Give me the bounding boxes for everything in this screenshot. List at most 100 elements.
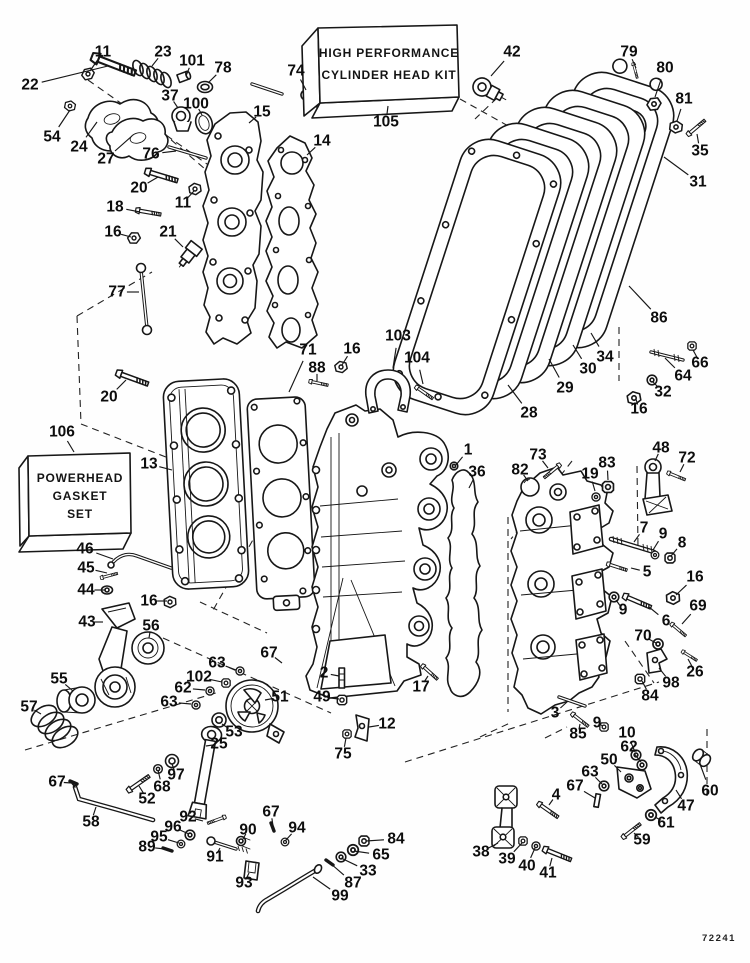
leader-line-2 <box>330 673 340 677</box>
rocker-plate-27 <box>105 117 169 161</box>
leader-line-70 <box>648 638 657 644</box>
washer-62b <box>636 759 648 771</box>
leader-line-10 <box>630 741 636 753</box>
callout-84: 84 <box>641 688 659 705</box>
leader-line-41 <box>549 857 553 867</box>
callout-77: 77 <box>108 284 125 301</box>
callout-88: 88 <box>308 360 326 377</box>
callout-74: 74 <box>287 63 305 80</box>
leader-line-53 <box>221 723 229 729</box>
callout-82: 82 <box>511 462 528 479</box>
leader-line-75 <box>343 737 347 747</box>
callout-46: 46 <box>76 541 94 558</box>
leader-line-45 <box>95 569 108 574</box>
callout-23: 23 <box>154 44 172 61</box>
callout-62: 62 <box>620 739 637 756</box>
callout-28: 28 <box>520 405 538 422</box>
callout-49: 49 <box>313 689 331 706</box>
callout-73: 73 <box>529 447 547 464</box>
cylinder-head-13 <box>162 378 250 590</box>
leader-line-18 <box>126 208 141 213</box>
callout-41: 41 <box>539 865 557 882</box>
callout-45: 45 <box>77 560 95 577</box>
leader-line-69 <box>681 613 692 625</box>
callout-53: 53 <box>225 724 243 741</box>
spring-57 <box>30 704 79 749</box>
callout-27: 27 <box>97 151 114 168</box>
stack-hardware <box>472 61 708 406</box>
leader-line-59 <box>633 832 639 838</box>
leader-line-17 <box>423 675 429 683</box>
callout-16: 16 <box>686 569 704 586</box>
link-25 <box>187 725 223 820</box>
clamp-16a <box>126 231 142 245</box>
leader-line-105 <box>386 105 389 115</box>
leader-line-92 <box>194 818 204 822</box>
callout-2: 2 <box>320 665 329 682</box>
callout-9: 9 <box>593 715 602 732</box>
callout-12: 12 <box>378 716 395 733</box>
callout-31: 31 <box>689 174 707 191</box>
callout-106: 106 <box>49 424 75 441</box>
crankcase-half <box>305 360 459 699</box>
roller-55 <box>56 686 96 714</box>
drawing-number: 72241 <box>702 933 736 944</box>
callout-67: 67 <box>48 774 65 791</box>
callout-44: 44 <box>77 582 95 599</box>
leader-line-49 <box>329 697 340 700</box>
leader-line-103 <box>392 347 397 369</box>
leader-line-15 <box>248 116 257 124</box>
leader-line-102 <box>209 678 223 683</box>
leader-line-55 <box>64 683 74 692</box>
leader-line-101 <box>185 67 190 77</box>
leader-line-16 <box>120 233 132 238</box>
rocker-hole-2 <box>129 132 147 144</box>
ring-1 <box>449 461 459 471</box>
leader-line-16 <box>635 398 639 405</box>
bushing-60 <box>691 748 712 768</box>
leader-line-12 <box>368 724 379 728</box>
leader-line-56 <box>148 631 151 639</box>
callout-51: 51 <box>271 689 289 706</box>
leader-line-72 <box>679 464 685 473</box>
callout-81: 81 <box>675 91 693 108</box>
callout-64: 64 <box>674 368 692 385</box>
leader-line-50 <box>613 764 622 773</box>
leader-line-31 <box>663 156 689 176</box>
nut-83 <box>601 480 615 494</box>
callout-8: 8 <box>678 535 687 552</box>
callout-4: 4 <box>552 787 561 804</box>
callout-87: 87 <box>344 875 361 892</box>
grommet-44 <box>100 585 114 595</box>
callout-32: 32 <box>654 384 671 401</box>
callout-95: 95 <box>150 829 168 846</box>
stud-7 <box>608 535 657 555</box>
link-38 <box>491 785 518 849</box>
leader-line-48 <box>654 453 659 462</box>
leader-line-71 <box>288 360 304 393</box>
fitting-42 <box>472 77 507 102</box>
leader-line-7 <box>633 533 640 543</box>
leader-line-20 <box>147 176 159 184</box>
callout-48: 48 <box>652 440 670 457</box>
washer-56 <box>131 631 165 665</box>
clamp-16-crankcase <box>333 360 349 374</box>
callout-9: 9 <box>659 526 668 543</box>
washer-94 <box>280 837 290 847</box>
leader-line-68 <box>157 769 161 780</box>
callout-18: 18 <box>106 199 124 216</box>
bracket-103 <box>364 369 412 414</box>
callout-98: 98 <box>662 675 680 692</box>
cylinder-block <box>510 466 614 715</box>
leader-line-25 <box>205 744 214 747</box>
kit-box: HIGH PERFORMANCE CYLINDER HEAD KIT <box>301 24 460 119</box>
nut-75 <box>342 729 352 739</box>
leader-line-20 <box>116 379 127 390</box>
leader-line-16 <box>675 584 687 596</box>
leader-line-36 <box>468 478 474 489</box>
callout-58: 58 <box>82 814 100 831</box>
callout-9: 9 <box>619 602 628 619</box>
callout-80: 80 <box>656 60 673 77</box>
